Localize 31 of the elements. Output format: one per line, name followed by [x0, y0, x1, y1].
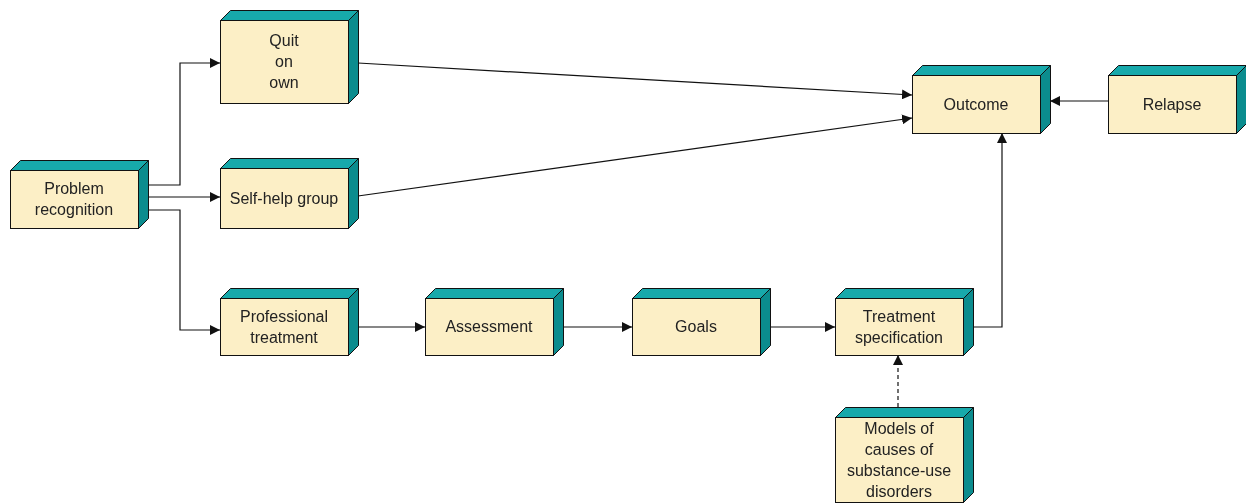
arrow	[357, 62, 913, 100]
arrow	[769, 322, 836, 332]
process-box	[1108, 65, 1246, 134]
process-box	[835, 407, 974, 503]
arrow	[147, 58, 221, 186]
arrow	[147, 192, 221, 202]
arrow	[1049, 96, 1109, 106]
box-label: Treatment specification	[853, 306, 944, 348]
arrow	[562, 322, 633, 332]
process-box	[912, 65, 1051, 134]
box-label: Quit on own	[268, 31, 300, 93]
arrow	[357, 322, 426, 332]
arrow	[893, 354, 903, 408]
box-label: Models of causes of substance-use disorders	[845, 418, 953, 502]
arrow	[972, 132, 1007, 328]
process-box	[220, 288, 359, 356]
arrow	[147, 209, 221, 335]
process-box	[632, 288, 771, 356]
process-box	[425, 288, 564, 356]
process-box	[220, 10, 359, 104]
box-label: Outcome	[943, 94, 1009, 115]
box-label: Assessment	[445, 317, 533, 337]
box-label: Relapse	[1142, 94, 1202, 115]
box-label: Problem recognition	[33, 179, 115, 220]
process-box	[10, 160, 149, 229]
box-label: Self-help group	[229, 188, 339, 209]
box-label: Professional treatment	[238, 306, 329, 348]
process-box	[220, 158, 359, 229]
process-box	[835, 288, 974, 356]
arrow	[357, 114, 913, 197]
box-label: Goals	[675, 317, 717, 337]
